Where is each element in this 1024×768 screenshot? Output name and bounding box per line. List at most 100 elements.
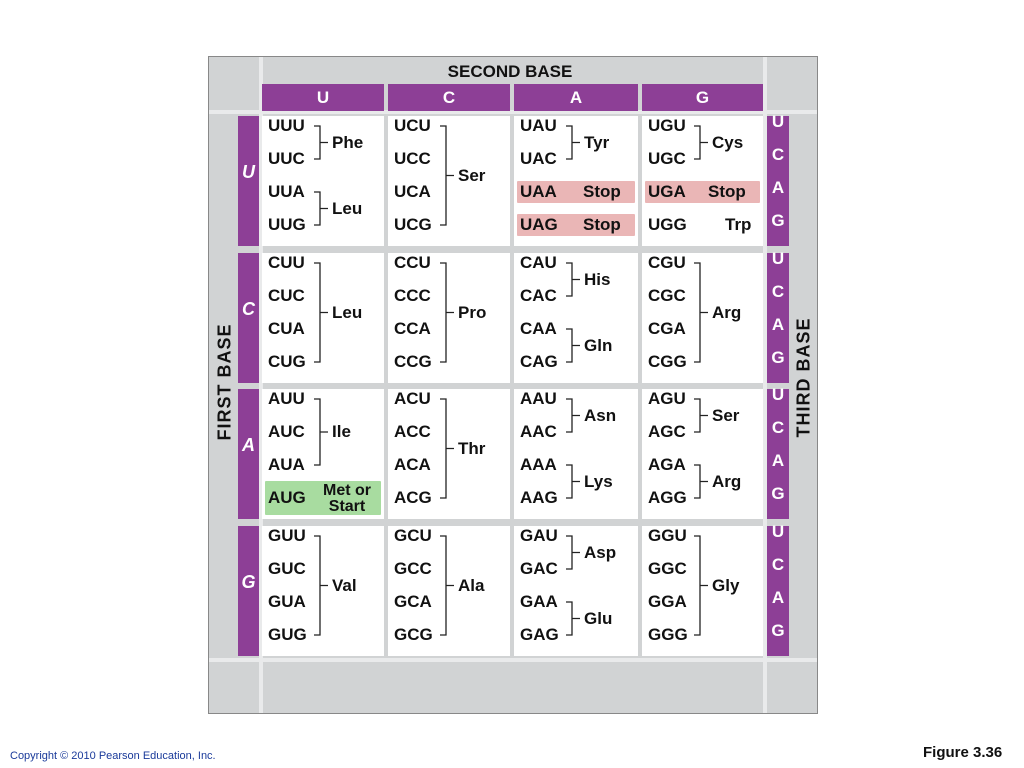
codon-aua: AUA xyxy=(268,455,305,474)
codon-aca: ACA xyxy=(394,455,431,474)
bracket-layer xyxy=(440,398,454,499)
codon-cgu: CGU xyxy=(648,253,686,272)
codon-ucc: UCC xyxy=(394,149,431,168)
third-base-letter-u: U xyxy=(771,112,785,131)
codon-aaa: AAA xyxy=(520,455,557,474)
codon-gcc: GCC xyxy=(394,559,432,578)
codon-ucu: UCU xyxy=(394,116,431,135)
first-base-letter-g: G xyxy=(241,572,256,592)
codon-bracket xyxy=(566,328,580,363)
bracket-layer xyxy=(440,262,454,363)
amino-acid-label: Asn xyxy=(584,405,617,425)
bracket-layer xyxy=(440,535,454,636)
third-base-letter-a: A xyxy=(771,315,785,334)
third-base-letter-c: C xyxy=(771,145,785,164)
codon-acg: ACG xyxy=(394,488,432,507)
codon-agg: AGG xyxy=(648,488,687,507)
third-base-letter-u: U xyxy=(771,249,785,268)
first-base-bar-a xyxy=(238,389,259,519)
codon-bracket xyxy=(314,398,328,466)
codon-gua: GUA xyxy=(268,592,306,611)
codon-bracket xyxy=(694,464,708,499)
codon-bracket xyxy=(566,601,580,636)
third-base-letter-a: A xyxy=(771,178,785,197)
codon-aag: AAG xyxy=(520,488,558,507)
third-base-letter-c: C xyxy=(771,555,785,574)
codon-ugc: UGC xyxy=(648,149,686,168)
codon-bracket xyxy=(440,125,454,226)
codon-cca: CCA xyxy=(394,319,431,338)
figure-number: Figure 3.36 xyxy=(923,744,1003,761)
first-base-letter-a: A xyxy=(242,435,255,455)
codon-ugg: UGG xyxy=(648,215,687,234)
codon-gau: GAU xyxy=(520,526,558,545)
first-base-letter-u: U xyxy=(242,162,255,182)
codon-bracket xyxy=(694,262,708,363)
codon-ggc: GGC xyxy=(648,559,687,578)
stop-label: Stop xyxy=(583,215,621,234)
codon-uuc: UUC xyxy=(268,149,305,168)
amino-acid-label: Glu xyxy=(584,608,613,628)
second-base-title: SECOND BASE xyxy=(447,62,573,81)
codon-uug: UUG xyxy=(268,215,306,234)
third-base-bar xyxy=(767,116,789,246)
codon-caa: CAA xyxy=(520,319,557,338)
codon-ccg: CCG xyxy=(394,352,432,371)
codon-gaa: GAA xyxy=(520,592,558,611)
third-base-letter-u: U xyxy=(771,385,785,404)
stop-codon-highlight xyxy=(645,181,760,203)
codon-cga: CGA xyxy=(648,319,686,338)
bracket-layer xyxy=(440,125,454,226)
second-base-header-a: A xyxy=(514,84,638,111)
codon-cuu: CUU xyxy=(268,253,305,272)
codon-uag: UAG xyxy=(520,215,558,234)
codon-aug: AUG xyxy=(268,488,306,507)
bracket-layer xyxy=(566,262,580,363)
codon-uca: UCA xyxy=(394,182,431,201)
bracket-layer xyxy=(694,262,708,363)
codon-bracket xyxy=(566,535,580,570)
codon-guu: GUU xyxy=(268,526,306,545)
stop-label: Stop xyxy=(708,182,746,201)
amino-acid-label: Trp xyxy=(725,215,752,234)
codon-cgg: CGG xyxy=(648,352,687,371)
third-base-letter-g: G xyxy=(771,348,785,367)
amino-acid-label: Ser xyxy=(712,405,740,425)
codon-gca: GCA xyxy=(394,592,432,611)
first-base-bar-c xyxy=(238,253,259,383)
third-base-letter-a: A xyxy=(771,588,785,607)
codon-cug: CUG xyxy=(268,352,306,371)
stop-codon-highlight xyxy=(517,181,635,203)
amino-acid-label: Leu xyxy=(332,198,363,218)
codon-gug: GUG xyxy=(268,625,307,644)
amino-acid-label: Leu xyxy=(332,302,363,322)
codon-acc: ACC xyxy=(394,422,431,441)
codon-ggg: GGG xyxy=(648,625,688,644)
amino-acid-label: Gln xyxy=(584,335,613,355)
first-base-bar-g xyxy=(238,526,259,656)
codon-gcu: GCU xyxy=(394,526,432,545)
codon-bracket xyxy=(694,535,708,636)
second-base-header-u: U xyxy=(262,84,384,111)
first-base-label: FIRST BASE xyxy=(214,323,235,441)
codon-bracket xyxy=(440,398,454,499)
stop-codon-highlight xyxy=(517,214,635,236)
amino-acid-label: Ile xyxy=(332,422,351,441)
codon-cag: CAG xyxy=(520,352,558,371)
amino-acid-label: Pro xyxy=(458,302,487,322)
start-codon-highlight xyxy=(265,481,381,515)
codon-bracket xyxy=(314,262,328,363)
codon-auc: AUC xyxy=(268,422,305,441)
amino-acid-label: Ala xyxy=(458,575,485,595)
amino-acid-label: Arg xyxy=(712,302,742,322)
